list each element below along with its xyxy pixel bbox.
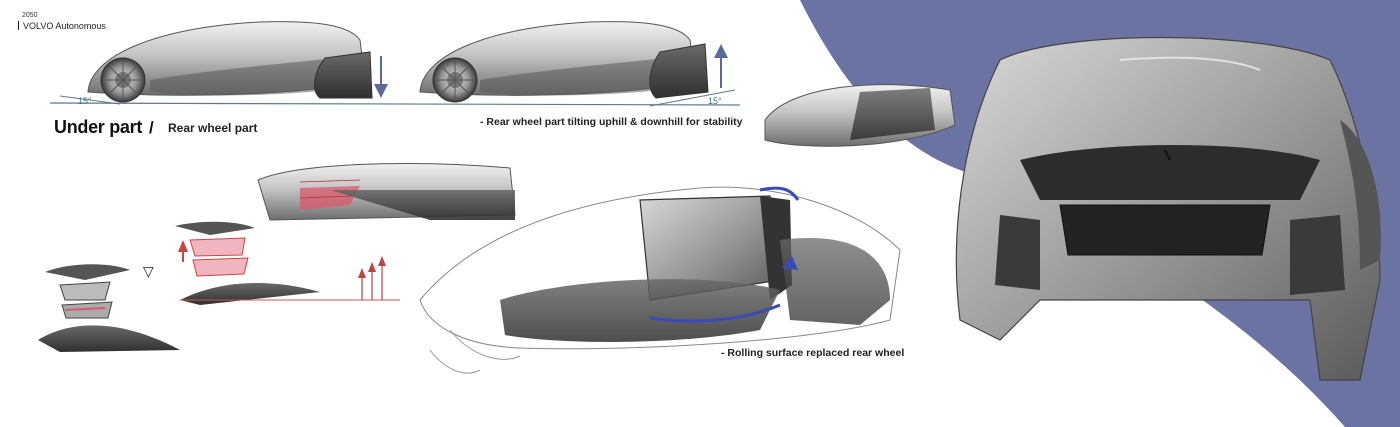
front-view-render [955,36,1381,381]
angle-label-left: 15° [78,96,92,106]
tilt-mechanism-sketch-left [38,264,180,352]
year-label: 2050 [22,12,38,19]
tilt-note: - Rear wheel part tilting uphill & downh… [480,116,743,128]
up-arrow-icon [714,44,728,58]
slope-line-right [649,89,736,107]
brand-label: VOLVO Autonomous [18,21,106,31]
tilt-mechanism-sketch-right [175,221,400,305]
angle-label-right: 15° [708,96,722,106]
side-view-car-uphill [419,21,709,103]
slope-line-left [59,95,121,105]
ground-line [49,102,741,106]
lift-arrows [358,256,386,300]
brand-suffix: Autonomous [55,21,106,31]
brand-divider [18,21,19,30]
rear-three-quarter-sketch [419,186,901,374]
triangle-icon: ▽ [143,263,154,279]
down-arrow-icon [374,84,388,98]
three-quarter-sketch-small [764,84,956,147]
brand-name: VOLVO [23,21,54,31]
section-slash: / [149,118,154,137]
side-view-car-downhill [87,21,373,103]
side-sketch-mid [257,163,516,221]
rolling-note: - Rolling surface replaced rear wheel [721,347,905,359]
section-title: Under part [54,117,143,137]
section-subtitle: Rear wheel part [168,121,258,135]
